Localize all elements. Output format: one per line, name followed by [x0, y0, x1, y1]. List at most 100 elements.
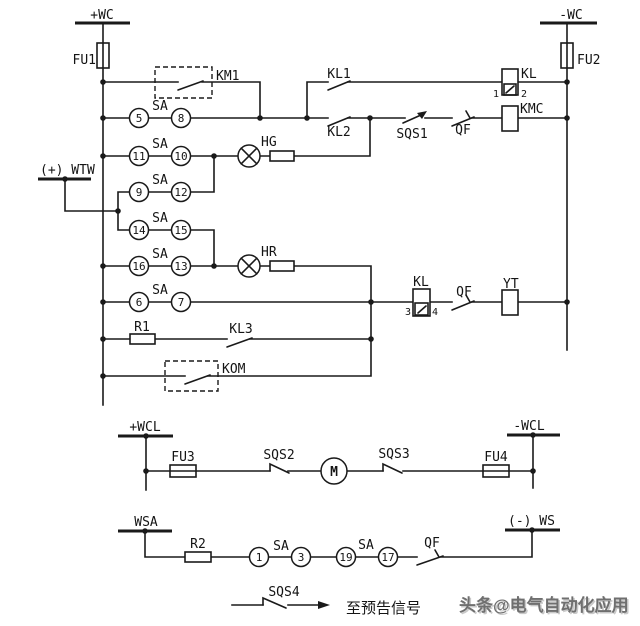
resistor-r2: R2	[184, 537, 212, 563]
sa-row-5: 16 13 SA	[128, 247, 192, 277]
sqs2-label: SQS2	[263, 448, 294, 463]
circuit-wires	[64, 22, 568, 606]
wsa-label: WSA	[134, 515, 158, 530]
sqs3-label: SQS3	[378, 447, 409, 462]
qf-aux-label: QF	[455, 123, 471, 138]
fuse-fu1: FU1	[73, 42, 110, 69]
sa-terminal: 8	[178, 112, 185, 125]
sa-terminal: 14	[132, 224, 146, 237]
qf-trip-label: QF	[456, 285, 472, 300]
r1-label: R1	[134, 320, 150, 335]
sa-wsa-row: 1 3 19 17 SA SA	[248, 538, 399, 568]
sa-row-2: 11 10 SA	[128, 137, 192, 167]
kl1-contact	[327, 80, 351, 91]
kl-signal-relay: KL 1 2	[493, 67, 537, 100]
wc-pos-label: +WC	[90, 8, 113, 23]
kl-terminal-4: 4	[432, 307, 438, 318]
signal-output: 至预告信号	[318, 600, 421, 617]
sa-terminal: 3	[298, 551, 305, 564]
yt-trip-coil: YT	[501, 277, 519, 316]
fu4-label: FU4	[484, 450, 508, 465]
kl-relay-label: KL	[521, 67, 537, 82]
lamp-hg: HG	[237, 135, 277, 168]
sqs4-label: SQS4	[268, 585, 299, 600]
sqs1-label: SQS1	[396, 127, 427, 142]
watermark: 头条@电气自动化应用 头条@电气自动化应用	[459, 595, 630, 617]
r2-label: R2	[190, 537, 206, 552]
motor: M	[320, 457, 348, 485]
kl3-label: KL3	[229, 322, 252, 337]
kl1-label: KL1	[327, 67, 350, 82]
hr-label: HR	[261, 245, 277, 260]
wcl-pos-label: +WCL	[129, 420, 160, 435]
watermark-shadow: 头条@电气自动化应用	[461, 597, 631, 617]
ws-neg-label: (-) WS	[508, 514, 555, 529]
sa-label: SA	[273, 539, 289, 554]
watermark-text: 头条@电气自动化应用	[459, 595, 629, 615]
sqs3-contact	[382, 462, 403, 474]
sa-row-4: 14 15 SA	[128, 211, 192, 241]
sa-terminal: 11	[132, 150, 145, 163]
kl-trip-element: KL 3 4	[405, 275, 438, 318]
sa-row-3: 9 12 SA	[128, 173, 192, 203]
kmc-label: KMC	[520, 102, 543, 117]
hg-series-resistor	[269, 150, 295, 162]
qf-wsa-label: QF	[424, 536, 440, 551]
kl2-label: KL2	[327, 125, 350, 140]
sa-label: SA	[152, 211, 168, 226]
sa-terminal: 19	[339, 551, 352, 564]
qf-wsa-contact	[416, 549, 444, 566]
km1-dashed-box	[154, 66, 213, 99]
fuse-fu3: FU3	[169, 450, 197, 478]
kom-dashed-box	[164, 360, 219, 392]
sa-terminal: 17	[381, 551, 394, 564]
sqs1-contact	[402, 111, 427, 124]
sa-terminal: 6	[136, 296, 143, 309]
sa-label: SA	[152, 137, 168, 152]
sa-terminal: 13	[174, 260, 187, 273]
kl-trip-label: KL	[413, 275, 429, 290]
sa-label: SA	[358, 538, 374, 553]
hr-series-resistor	[269, 260, 295, 272]
qf-trip-contact	[451, 294, 475, 311]
sa-terminal: 16	[132, 260, 145, 273]
kmc-coil: KMC	[501, 102, 543, 132]
sa-row-1: 5 8 SA	[128, 99, 192, 129]
kl3-contact	[226, 337, 253, 348]
wire-segments	[64, 22, 568, 606]
hg-label: HG	[261, 135, 277, 150]
sqs4-contact	[262, 596, 287, 609]
kl-terminal-3: 3	[405, 307, 411, 318]
sa-terminal: 10	[174, 150, 187, 163]
lamp-hr: HR	[237, 245, 277, 278]
arrow-icon	[318, 601, 330, 609]
sa-terminal: 5	[136, 112, 143, 125]
sqs2-contact	[269, 462, 290, 474]
fu1-label: FU1	[73, 53, 96, 68]
to-signal-note: 至预告信号	[346, 600, 421, 617]
sa-terminal: 1	[256, 551, 263, 564]
contact-symbols	[177, 80, 475, 609]
wcl-neg-label: -WCL	[513, 419, 544, 434]
kl-terminal-1: 1	[493, 89, 499, 100]
sa-terminal: 7	[178, 296, 185, 309]
fu3-label: FU3	[171, 450, 194, 465]
dashed-boxes	[154, 66, 219, 392]
qf-aux-contact	[451, 110, 475, 127]
sa-label: SA	[152, 173, 168, 188]
fu2-label: FU2	[577, 53, 600, 68]
yt-label: YT	[503, 277, 519, 292]
fuse-fu2: FU2	[560, 42, 600, 69]
wc-neg-label: -WC	[559, 8, 582, 23]
rail-labels: +WC -WC (+) WTW +WCL -WCL WSA (-) WS	[40, 8, 583, 530]
sa-label: SA	[152, 247, 168, 262]
junction-dots	[62, 79, 570, 534]
kl2-contact	[327, 116, 351, 127]
motor-label: M	[330, 465, 338, 480]
fuse-fu4: FU4	[482, 450, 510, 478]
sa-terminal: 9	[136, 186, 143, 199]
km1-label: KM1	[216, 69, 239, 84]
contact-labels: KM1 KL1 KL2 SQS1 QF KL3 KOM QF SQS2 SQS3…	[216, 67, 472, 600]
